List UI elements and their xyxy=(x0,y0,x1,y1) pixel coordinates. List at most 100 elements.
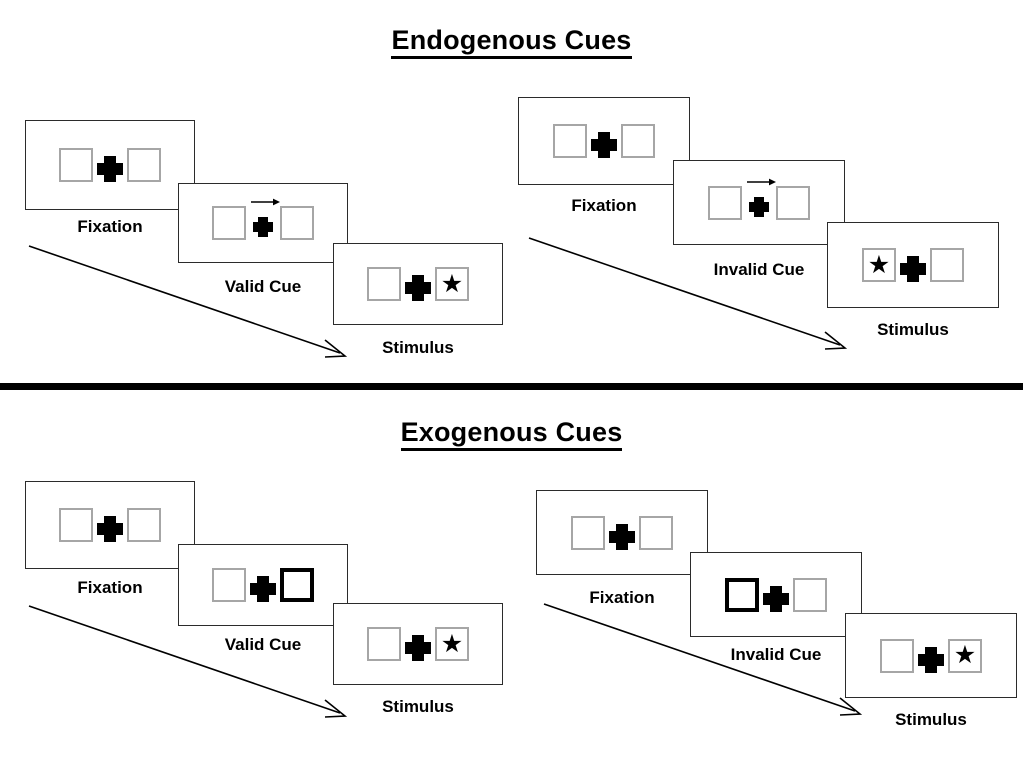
fixation-cross-icon xyxy=(93,512,127,546)
frame-content xyxy=(537,491,707,574)
frame-label-stimulus: Stimulus xyxy=(382,697,454,716)
frame-content xyxy=(26,121,194,209)
stimulus-row xyxy=(212,198,314,240)
arrow-right-cue-icon xyxy=(747,178,776,185)
frame-content: ★ xyxy=(334,604,502,684)
fixation-cross-icon xyxy=(605,520,639,554)
center-unit xyxy=(896,248,930,282)
right-box xyxy=(127,148,161,182)
frame-fixation xyxy=(536,490,708,575)
time-arrow-icon xyxy=(528,237,848,350)
frame-label-cue: Invalid Cue xyxy=(730,645,822,664)
frame-content: ★ xyxy=(334,244,502,324)
sequence-endogenous-valid: Fixation Valid Cue xyxy=(0,0,520,390)
fixation-cross-icon xyxy=(759,582,793,616)
frame-content xyxy=(179,545,347,625)
star-icon: ★ xyxy=(953,641,977,669)
fixation-cross-icon xyxy=(246,572,280,606)
right-box xyxy=(930,248,964,282)
center-unit xyxy=(605,516,639,550)
stimulus-row xyxy=(571,515,673,550)
left-box xyxy=(880,638,914,673)
right-box xyxy=(639,515,673,550)
frame-content: ★ xyxy=(846,614,1016,697)
sequence-exogenous-valid: Fixation Valid Cue xyxy=(0,395,520,767)
frame-label-fixation: Fixation xyxy=(77,217,143,236)
stimulus-row xyxy=(553,124,655,158)
star-icon: ★ xyxy=(867,250,891,279)
fixation-cross-icon xyxy=(401,631,435,665)
right-box xyxy=(621,124,655,158)
frame-label-stimulus: Stimulus xyxy=(877,320,949,339)
frame-content xyxy=(26,482,194,568)
frame-fixation xyxy=(25,120,195,210)
left-box xyxy=(708,185,742,220)
right-box xyxy=(127,508,161,542)
right-box xyxy=(776,185,810,220)
right-box-target: ★ xyxy=(948,638,982,673)
left-box xyxy=(571,515,605,550)
right-box-target: ★ xyxy=(435,267,469,301)
left-box-cued xyxy=(725,577,759,612)
star-icon: ★ xyxy=(440,629,464,658)
frame-content: ★ xyxy=(828,223,998,307)
frame-content xyxy=(691,553,861,636)
center-unit xyxy=(401,267,435,301)
frame-cue xyxy=(690,552,862,637)
center-unit xyxy=(914,639,948,673)
center-unit xyxy=(93,508,127,542)
stimulus-row: ★ xyxy=(862,248,964,282)
center-unit xyxy=(93,148,127,182)
frame-label-cue: Valid Cue xyxy=(224,277,302,296)
frame-fixation xyxy=(25,481,195,569)
stimulus-row: ★ xyxy=(367,627,469,661)
frame-stimulus: ★ xyxy=(827,222,999,308)
fixation-cross-icon xyxy=(401,271,435,305)
time-arrow-icon xyxy=(543,603,863,716)
frame-content xyxy=(179,184,347,262)
frame-stimulus: ★ xyxy=(333,243,503,325)
stimulus-row: ★ xyxy=(367,267,469,301)
left-box xyxy=(212,568,246,602)
frame-label-cue: Invalid Cue xyxy=(713,260,805,279)
frame-cue xyxy=(178,183,348,263)
frame-label-fixation: Fixation xyxy=(571,196,637,215)
section-title-exogenous-text: Exogenous Cues xyxy=(400,417,623,451)
frame-stimulus: ★ xyxy=(333,603,503,685)
fixation-cross-icon xyxy=(93,152,127,186)
sequence-exogenous-invalid: Fixation Invalid Cue xyxy=(520,395,1023,767)
frame-fixation xyxy=(518,97,690,185)
sequence-endogenous-invalid: Fixation Invalid Cue xyxy=(510,0,1023,390)
right-box xyxy=(793,577,827,612)
fixation-cross-icon xyxy=(742,190,776,224)
frame-label-fixation: Fixation xyxy=(77,578,143,597)
right-box-cued xyxy=(280,568,314,602)
arrow-right-cue-icon xyxy=(251,198,280,206)
section-title-endogenous: Endogenous Cues xyxy=(0,25,1023,59)
left-box xyxy=(59,508,93,542)
section-endogenous: Endogenous Cues Fixation xyxy=(0,0,1023,390)
frame-label-cue: Valid Cue xyxy=(224,635,302,654)
center-unit xyxy=(587,124,621,158)
left-box xyxy=(553,124,587,158)
stimulus-row: ★ xyxy=(880,638,982,673)
stimulus-row xyxy=(59,508,161,542)
stimulus-row xyxy=(708,178,810,220)
time-arrow-icon xyxy=(28,245,348,358)
center-unit xyxy=(401,627,435,661)
left-box xyxy=(59,148,93,182)
time-arrow-icon xyxy=(28,605,348,718)
frame-content xyxy=(674,161,844,244)
frame-cue xyxy=(178,544,348,626)
section-title-exogenous: Exogenous Cues xyxy=(0,417,1023,451)
center-unit xyxy=(246,198,280,240)
stimulus-row xyxy=(59,148,161,182)
right-box-target: ★ xyxy=(435,627,469,661)
left-box-target: ★ xyxy=(862,248,896,282)
center-unit xyxy=(759,578,793,612)
frame-label-stimulus: Stimulus xyxy=(895,710,967,729)
frame-content xyxy=(519,98,689,184)
fixation-cross-icon xyxy=(246,210,280,244)
stimulus-row xyxy=(725,577,827,612)
frame-label-stimulus: Stimulus xyxy=(382,338,454,357)
